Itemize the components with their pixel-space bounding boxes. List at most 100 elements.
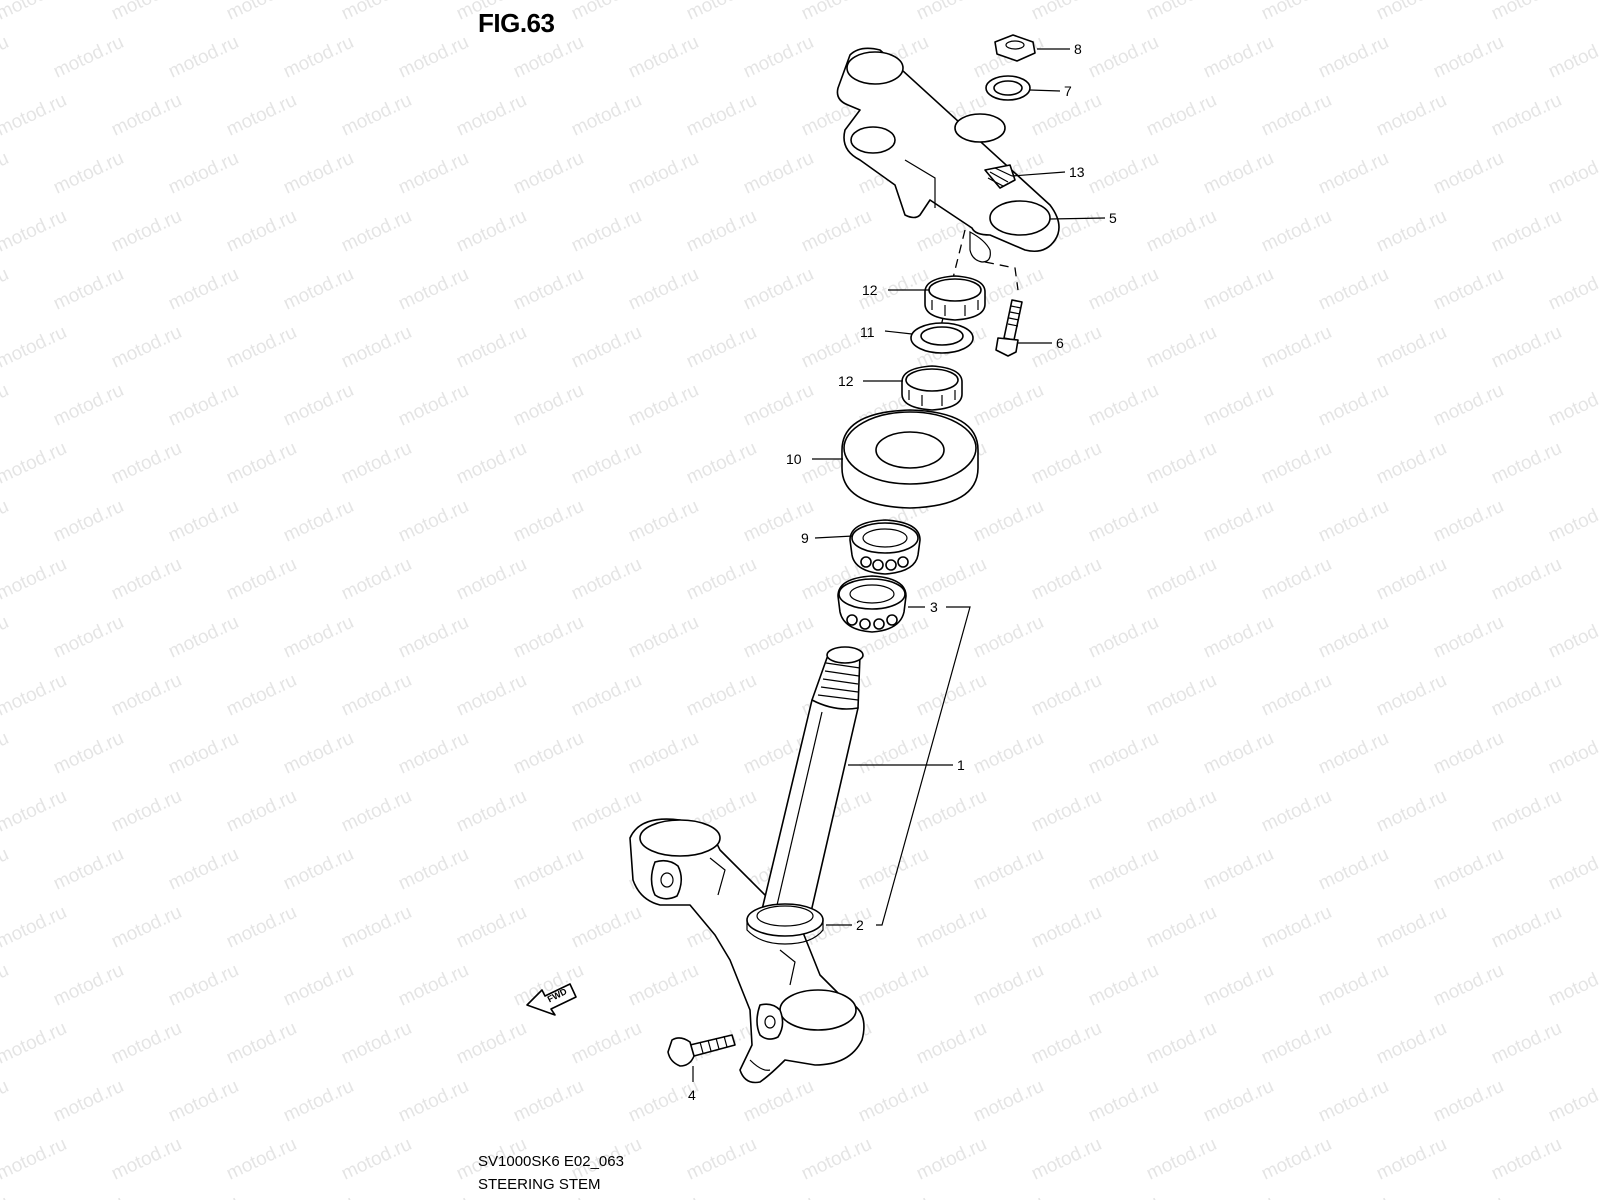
watermark-text: motod.ru — [1258, 438, 1335, 489]
watermark-text: motod.ru — [1488, 90, 1565, 141]
callout-5: 5 — [1109, 210, 1117, 226]
watermark-text: motod.ru — [510, 32, 587, 83]
watermark-text: motod.ru — [165, 1192, 242, 1200]
watermark-text: motod.ru — [1488, 206, 1565, 257]
watermark-text: motod.ru — [165, 612, 242, 663]
watermark-text: motod.ru — [1430, 1192, 1507, 1200]
watermark-text: motod.ru — [510, 1192, 587, 1200]
watermark-text: motod.ru — [1315, 264, 1392, 315]
watermark-text: motod.ru — [338, 438, 415, 489]
watermark-text: motod.ru — [50, 496, 127, 547]
watermark-text: motod.ru — [1085, 32, 1162, 83]
watermark-text: motod.ru — [970, 1192, 1047, 1200]
watermark-text: motod.ru — [395, 1076, 472, 1127]
callout-13: 13 — [1069, 164, 1085, 180]
watermark-text: motod.ru — [625, 32, 702, 83]
watermark-text: motod.ru — [280, 32, 357, 83]
watermark-text: motod.ru — [1545, 960, 1600, 1011]
watermark-text: motod.ru — [1315, 960, 1392, 1011]
watermark-text: motod.ru — [1315, 148, 1392, 199]
watermark-text: motod.ru — [683, 1134, 760, 1185]
watermark-text: motod.ru — [1545, 264, 1600, 315]
watermark-text: motod.ru — [1028, 0, 1105, 25]
watermark-text: motod.ru — [223, 90, 300, 141]
watermark-text: motod.ru — [453, 206, 530, 257]
watermark-text: motod.ru — [338, 0, 415, 25]
watermark-text: motod.ru — [568, 554, 645, 605]
watermark-text: motod.ru — [223, 554, 300, 605]
watermark-text: motod.ru — [395, 496, 472, 547]
watermark-text: motod.ru — [1028, 322, 1105, 373]
steering-stem — [629, 646, 865, 1084]
watermark-text: motod.ru — [1315, 380, 1392, 431]
watermark-text: motod.ru — [165, 32, 242, 83]
watermark-text: motod.ru — [568, 90, 645, 141]
watermark-text: motod.ru — [1200, 728, 1277, 779]
watermark-text: motod.ru — [855, 844, 932, 895]
watermark-text: motod.ru — [568, 322, 645, 373]
watermark-text: motod.ru — [1545, 148, 1600, 199]
watermark-text: motod.ru — [625, 496, 702, 547]
watermark-text: motod.ru — [108, 438, 185, 489]
watermark-text: motod.ru — [223, 786, 300, 837]
bearing-upper — [849, 519, 921, 575]
watermark-text: motod.ru — [50, 960, 127, 1011]
watermark-text: motod.ru — [395, 728, 472, 779]
watermark-text: motod.ru — [1258, 0, 1335, 25]
watermark-text: motod.ru — [1200, 496, 1277, 547]
watermark-text: motod.ru — [740, 264, 817, 315]
watermark-text: motod.ru — [1373, 902, 1450, 953]
watermark-text: motod.ru — [0, 612, 12, 663]
watermark-text: motod.ru — [510, 1076, 587, 1127]
watermark-text: motod.ru — [1315, 1192, 1392, 1200]
watermark-text: motod.ru — [568, 786, 645, 837]
watermark-text: motod.ru — [568, 1018, 645, 1069]
diagram-name: STEERING STEM — [478, 1176, 601, 1193]
watermark-text: motod.ru — [1085, 496, 1162, 547]
watermark-text: motod.ru — [740, 32, 817, 83]
watermark-text: motod.ru — [1488, 1018, 1565, 1069]
watermark-text: motod.ru — [0, 322, 70, 373]
watermark-text: motod.ru — [280, 496, 357, 547]
watermark-text: motod.ru — [1258, 554, 1335, 605]
watermark-text: motod.ru — [625, 612, 702, 663]
watermark-text: motod.ru — [1430, 32, 1507, 83]
watermark-text: motod.ru — [510, 496, 587, 547]
watermark-text: motod.ru — [568, 670, 645, 721]
watermark-text: motod.ru — [1028, 1134, 1105, 1185]
watermark-text: motod.ru — [0, 554, 70, 605]
watermark-text: motod.ru — [740, 148, 817, 199]
watermark-text: motod.ru — [108, 902, 185, 953]
watermark-text: motod.ru — [280, 960, 357, 1011]
watermark-text: motod.ru — [1545, 1192, 1600, 1200]
washer-middle — [910, 322, 974, 354]
callout-8: 8 — [1074, 41, 1082, 57]
watermark-text: motod.ru — [1488, 438, 1565, 489]
watermark-text: motod.ru — [1488, 322, 1565, 373]
watermark-text: motod.ru — [1430, 844, 1507, 895]
watermark-text: motod.ru — [1373, 670, 1450, 721]
watermark-text: motod.ru — [165, 148, 242, 199]
watermark-text: motod.ru — [1258, 902, 1335, 953]
watermark-text: motod.ru — [798, 0, 875, 25]
watermark-text: motod.ru — [0, 670, 70, 721]
watermark-text: motod.ru — [338, 902, 415, 953]
watermark-text: motod.ru — [1430, 612, 1507, 663]
watermark-text: motod.ru — [165, 1076, 242, 1127]
watermark-text: motod.ru — [1315, 32, 1392, 83]
watermark-text: motod.ru — [1373, 322, 1450, 373]
watermark-text: motod.ru — [625, 960, 702, 1011]
watermark-text: motod.ru — [50, 32, 127, 83]
callout-9: 9 — [801, 530, 809, 546]
watermark-text: motod.ru — [1143, 1134, 1220, 1185]
callouts: 8 7 13 5 6 12 11 12 10 9 3 1 2 4 — [688, 41, 1117, 1103]
alignment-line — [984, 261, 1019, 291]
watermark-text: motod.ru — [683, 206, 760, 257]
watermark-text: motod.ru — [740, 380, 817, 431]
watermark-text: motod.ru — [0, 728, 12, 779]
watermark-text: motod.ru — [50, 264, 127, 315]
watermark-text: motod.ru — [683, 0, 760, 25]
watermark-text: motod.ru — [280, 380, 357, 431]
watermark-text: motod.ru — [1373, 0, 1450, 25]
watermark-text: motod.ru — [1200, 264, 1277, 315]
